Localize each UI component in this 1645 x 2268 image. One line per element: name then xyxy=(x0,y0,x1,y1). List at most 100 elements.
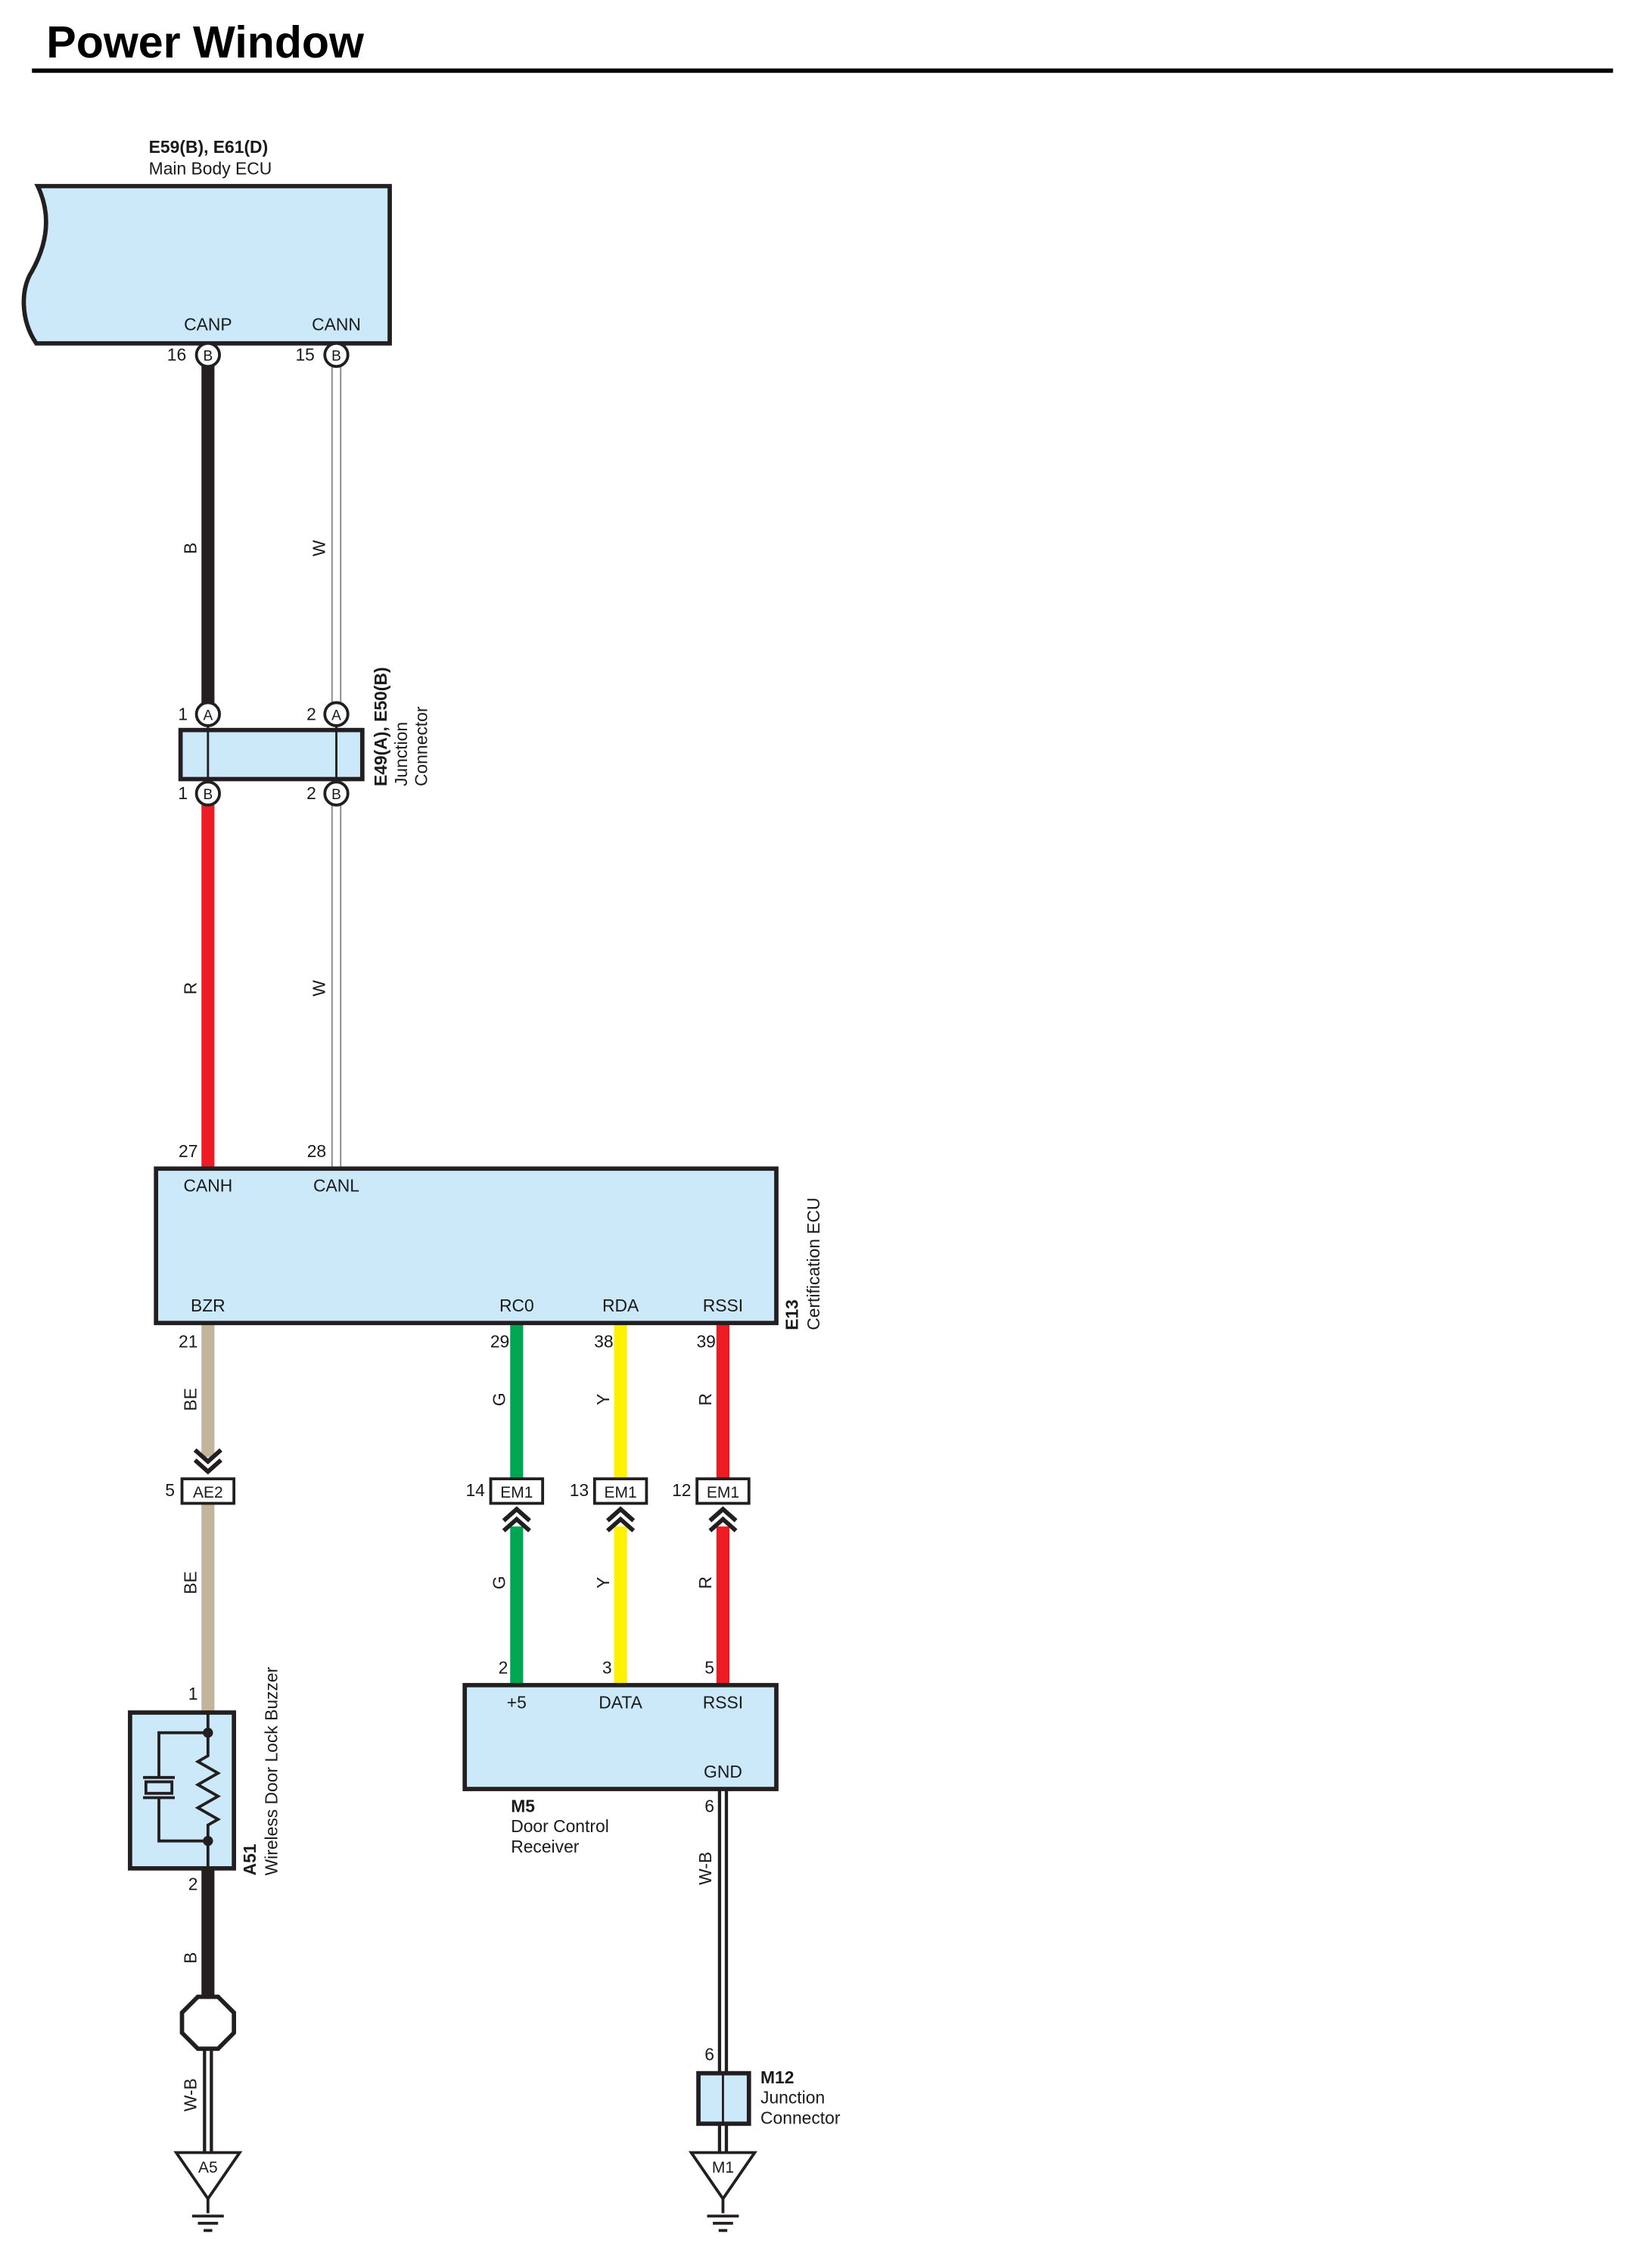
pin-rc0-number: 29 xyxy=(490,1332,509,1352)
main-body-ecu-box xyxy=(21,184,392,346)
wire-label-ground-a5: W-B xyxy=(181,2078,201,2111)
connector-em1-b xyxy=(592,1477,648,1505)
junction-e49-box xyxy=(178,727,365,782)
wire-label-canl-lower: W xyxy=(309,980,328,997)
pin-rda-label: RDA xyxy=(602,1296,639,1315)
junction-e49-name-line1: Junction xyxy=(391,722,411,786)
m12-pin-number: 6 xyxy=(704,2044,714,2064)
page-title: Power Window xyxy=(46,17,365,67)
certification-ecu-box xyxy=(154,1166,779,1326)
junction-m12-code: M12 xyxy=(760,2067,794,2087)
connector-em1-c xyxy=(695,1477,751,1505)
pin-junction-b1-letter: B xyxy=(203,787,213,803)
recv-pin-rssi-number: 5 xyxy=(704,1658,714,1678)
chevron-up-icon xyxy=(606,1516,636,1532)
wire-label-rc0-upper: G xyxy=(490,1392,509,1406)
pin-junction-a1-number: 1 xyxy=(178,704,188,723)
pin-canp-number: 16 xyxy=(167,345,186,365)
connector-em1-b-pin-number: 13 xyxy=(570,1480,589,1500)
wire-label-canp-upper: B xyxy=(181,543,201,554)
door-receiver-name-line1: Door Control xyxy=(511,1816,609,1836)
connector-em1-a-label: EM1 xyxy=(500,1484,533,1501)
connector-ae2 xyxy=(180,1477,236,1505)
wire-label-canh-lower: R xyxy=(181,982,201,995)
buzzer-symbol-icon xyxy=(143,1713,222,1868)
junction-m12-name-line1: Junction xyxy=(760,2088,825,2108)
ground-splice-point xyxy=(179,1994,237,2052)
connector-em1-b-label: EM1 xyxy=(605,1484,637,1501)
connector-em1-c-label: EM1 xyxy=(707,1484,739,1501)
pin-canp-connector-letter: B xyxy=(203,349,213,365)
main-body-ecu-name: Main Body ECU xyxy=(149,159,272,179)
door-receiver-name-line2: Receiver xyxy=(511,1837,580,1856)
certification-ecu-name: Certification ECU xyxy=(804,1197,823,1330)
buzzer-pin-2: 2 xyxy=(188,1874,198,1894)
ground-a5-label: A5 xyxy=(198,2159,218,2176)
main-body-ecu-code: E59(B), E61(D) xyxy=(149,137,269,157)
junction-e49-code: E49(A), E50(B) xyxy=(371,667,390,787)
buzzer-pin-1: 1 xyxy=(188,1684,198,1703)
door-receiver-code: M5 xyxy=(511,1797,535,1816)
pin-junction-b2 xyxy=(323,780,350,807)
ground-icon xyxy=(688,2151,758,2232)
pin-junction-a2-letter: A xyxy=(331,708,341,723)
chevron-down-icon xyxy=(193,1458,222,1475)
pin-junction-a1-letter: A xyxy=(203,708,213,723)
wire-label-bzr-lower: BE xyxy=(181,1571,201,1594)
pin-rssi-number: 39 xyxy=(696,1332,715,1352)
pin-rc0-label: RC0 xyxy=(499,1296,534,1315)
door-receiver-box xyxy=(462,1682,779,1791)
connector-ae2-pin-number: 5 xyxy=(165,1480,175,1500)
wire-label-rda-upper: Y xyxy=(593,1394,613,1405)
recv-pin-rssi-label: RSSI xyxy=(703,1692,743,1712)
connector-em1-a xyxy=(489,1477,545,1505)
pin-canl-number: 28 xyxy=(307,1141,326,1161)
pin-cann-label: CANN xyxy=(312,315,361,334)
pin-junction-b1-number: 1 xyxy=(178,783,188,803)
recv-pin-p5-label: +5 xyxy=(507,1692,527,1712)
connector-ae2-label: AE2 xyxy=(193,1484,223,1501)
wire-label-rssi-lower: R xyxy=(695,1576,715,1589)
buzzer-name: Wireless Door Lock Buzzer xyxy=(261,1666,281,1875)
pin-canh-number: 27 xyxy=(179,1141,197,1161)
chevron-down-icon xyxy=(193,1448,222,1465)
pin-cann-number: 15 xyxy=(295,345,314,365)
pin-junction-a2-number: 2 xyxy=(306,704,316,723)
chevron-up-icon xyxy=(606,1506,636,1523)
wire-label-rc0-lower: G xyxy=(490,1576,509,1590)
wire-label-rda-lower: Y xyxy=(593,1577,613,1588)
junction-e49-name-line2: Connector xyxy=(412,706,431,786)
wire-label-gnd-recv: W-B xyxy=(695,1852,715,1885)
wire-label-cann-upper: W xyxy=(309,540,328,556)
pin-junction-b1 xyxy=(194,780,221,807)
pin-cann-connector-letter: B xyxy=(331,349,341,365)
pin-junction-a2 xyxy=(323,701,350,727)
chevron-up-icon xyxy=(502,1516,531,1532)
connector-em1-a-pin-number: 14 xyxy=(465,1480,485,1500)
connector-em1-c-pin-number: 12 xyxy=(672,1480,691,1500)
wire-label-buzzer-out: B xyxy=(181,1952,201,1963)
recv-pin-gnd-number: 6 xyxy=(704,1797,714,1816)
recv-pin-data-label: DATA xyxy=(599,1692,642,1712)
pin-junction-a1 xyxy=(194,701,221,727)
ground-m1-label: M1 xyxy=(712,2159,734,2176)
wire-label-rssi-upper: R xyxy=(695,1393,715,1406)
pin-junction-b2-number: 2 xyxy=(306,783,316,803)
pin-rssi-label: RSSI xyxy=(703,1296,743,1315)
junction-m12-name-line2: Connector xyxy=(760,2108,841,2127)
pin-canh-label: CANH xyxy=(183,1176,232,1196)
pin-rda-number: 38 xyxy=(594,1332,613,1352)
pin-canl-label: CANL xyxy=(313,1176,359,1196)
pin-canp-connector xyxy=(194,341,221,369)
buzzer-code: A51 xyxy=(240,1843,260,1875)
chevron-up-icon xyxy=(502,1506,531,1523)
pin-cann-connector xyxy=(323,341,350,369)
recv-pin-gnd-label: GND xyxy=(704,1762,742,1781)
chevron-up-icon xyxy=(708,1516,738,1532)
pin-canp-label: CANP xyxy=(184,315,232,334)
chevron-up-icon xyxy=(708,1506,738,1523)
pin-bzr-number: 21 xyxy=(179,1332,197,1352)
recv-pin-data-number: 3 xyxy=(602,1658,612,1678)
certification-ecu-code: E13 xyxy=(782,1299,802,1330)
